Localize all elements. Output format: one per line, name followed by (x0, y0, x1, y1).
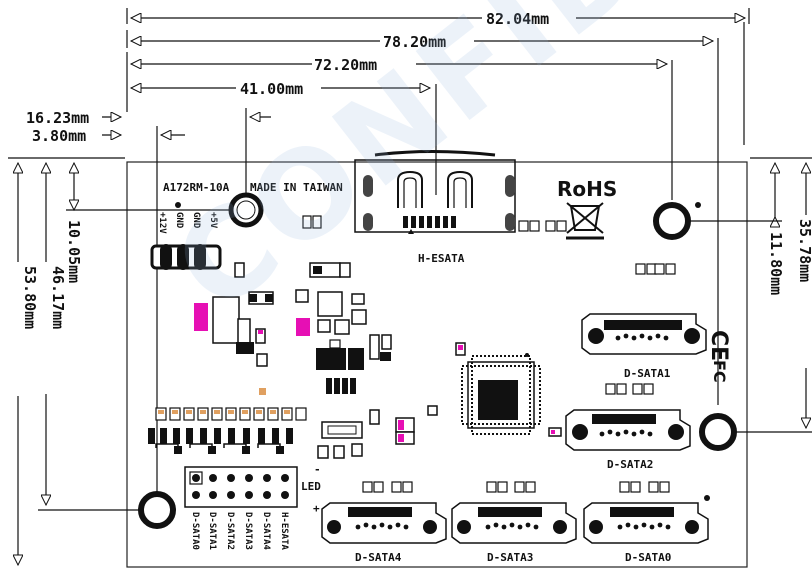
hesata-connector (354, 150, 516, 234)
led-pin-dsata1: D-SATA1 (207, 512, 217, 550)
dim-41-label: 41.00mm (240, 80, 303, 98)
dsata4-label: D-SATA4 (355, 551, 402, 564)
power-pin-labels: +12V GND GND +5V (157, 212, 218, 234)
led-label: LED (301, 480, 321, 493)
power-pin-gnd2: GND (191, 212, 201, 229)
dim-11: 11.80mm (680, 163, 785, 295)
led-pin-dsata4: D-SATA4 (261, 512, 271, 551)
dsata4-port (321, 502, 447, 544)
pcb-outline (126, 161, 748, 568)
dim-16-label: 16.23mm (26, 109, 89, 127)
dim-46: 46.17mm (38, 163, 140, 511)
dsata3-label: D-SATA3 (487, 551, 533, 564)
dim-82: 82.04mm (126, 8, 750, 145)
led-pin-labels: D-SATA0 D-SATA1 D-SATA2 D-SATA3 D-SATA4 … (190, 512, 289, 551)
dim-35: 35.78mm (722, 163, 812, 433)
dim-72-label: 72.20mm (314, 56, 377, 74)
dsata0-label: D-SATA0 (625, 551, 671, 564)
led-pin-dsata3: D-SATA3 (243, 512, 253, 550)
dim-41: 41.00mm (131, 80, 437, 195)
mounting-hole-bottom-left (138, 491, 176, 529)
dsata0-port (583, 502, 709, 544)
dim-11-label: 11.80mm (767, 232, 785, 295)
mounting-hole-top-left (228, 192, 264, 228)
board-model-label: A172RM-10A (163, 181, 230, 194)
rohs-label: RoHS (557, 177, 617, 201)
dim-78-label: 78.20mm (383, 33, 446, 51)
dim-10-label: 10.05mm (65, 220, 83, 283)
dim-35-label: 35.78mm (796, 219, 812, 282)
dim-72: 72.20mm (126, 52, 673, 200)
dsata1-label: D-SATA1 (624, 367, 671, 380)
main-ic (461, 353, 541, 435)
led-pin-dsata2: D-SATA2 (225, 512, 235, 550)
dsata3-port (451, 502, 577, 544)
dsata1-port (581, 313, 707, 355)
led-pin-dsata0: D-SATA0 (190, 512, 200, 550)
power-pin-5v: +5V (208, 212, 218, 229)
dim-46-label: 46.17mm (49, 266, 67, 329)
power-components (194, 262, 562, 457)
led-plus-label: + (313, 502, 320, 515)
fc-mark: FC (710, 360, 729, 383)
ce-fc-marks: CE FC (706, 330, 731, 383)
led-resistor-row (148, 407, 345, 459)
sata-ports (321, 313, 709, 544)
mounting-hole-right (699, 413, 737, 451)
dim-10: 10.05mm (65, 163, 240, 283)
hesata-label: H-ESATA (418, 252, 465, 265)
dim-53: 53.80mm (18, 163, 39, 565)
led-minus-label: - (314, 463, 321, 476)
dim-3: 3.80mm (32, 126, 185, 505)
led-header (184, 466, 298, 508)
dsata2-port (565, 409, 691, 451)
ce-mark: CE (706, 330, 731, 361)
dim-82-label: 82.04mm (486, 10, 549, 28)
power-pin-12v: +12V (157, 212, 167, 234)
power-connector (150, 244, 222, 270)
mounting-hole-top-right (653, 202, 691, 240)
dim-53-label: 53.80mm (21, 266, 39, 329)
led-pin-hesata: H-ESATA (279, 512, 289, 551)
weee-bin-icon (566, 202, 604, 240)
made-in-label: MADE IN TAIWAN (250, 181, 343, 194)
dim-3-label: 3.80mm (32, 127, 86, 145)
dsata2-label: D-SATA2 (607, 458, 653, 471)
power-pin-gnd1: GND (174, 212, 184, 229)
